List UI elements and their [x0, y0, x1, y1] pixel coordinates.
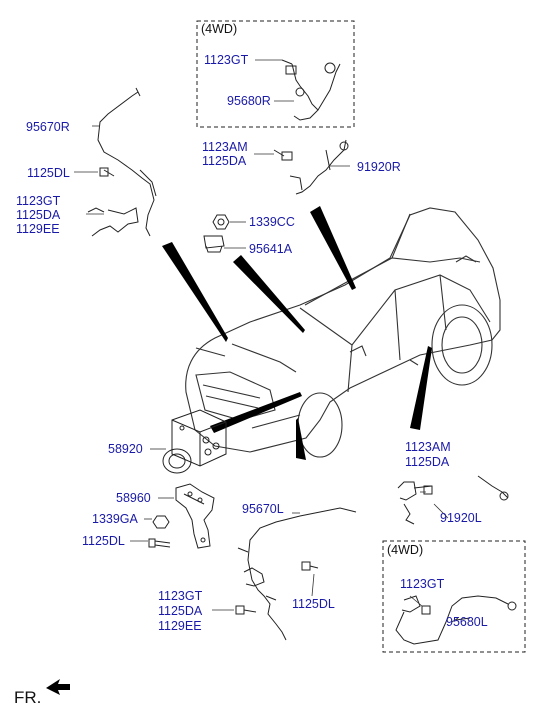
part-label-58920: 58920	[108, 442, 143, 456]
sensor-95680r	[281, 59, 341, 121]
part-label-1339cc: 1339CC	[249, 215, 295, 229]
part-label-1123gt-bottom-right: 1123GT	[400, 577, 445, 591]
part-label-1125dl-left: 1125DL	[27, 166, 70, 180]
part-label-58960: 58960	[116, 491, 151, 505]
part-label-1125dl-bottom-middle: 1125DL	[292, 597, 335, 611]
bottom-4wd-box-title: (4WD)	[387, 543, 424, 557]
part-label-1125da-top: 1125DA	[202, 154, 247, 168]
front-direction-arrow-icon	[46, 679, 70, 695]
part-label-95641a: 95641A	[249, 242, 293, 256]
parts-1339cc-95641a	[203, 214, 230, 253]
part-label-1129ee-left: 1129EE	[16, 222, 60, 236]
front-direction-label: FR.	[14, 688, 42, 707]
sensor-91920l	[397, 475, 509, 525]
part-label-95680r: 95680R	[227, 94, 271, 108]
leader-lines	[74, 59, 459, 623]
part-label-1123gt-bottom-left: 1123GT	[158, 589, 203, 603]
part-label-91920l: 91920L	[440, 511, 482, 525]
part-label-1339ga: 1339GA	[92, 512, 138, 526]
part-label-1123am-right: 1123AM	[405, 440, 451, 454]
part-label-1129ee-bottom-left: 1129EE	[158, 619, 202, 633]
harness-95670r	[87, 87, 157, 237]
part-label-91920r: 91920R	[357, 160, 401, 174]
top-4wd-box	[196, 20, 355, 128]
part-label-1123gt-left: 1123GT	[16, 194, 61, 208]
nut-1339ga	[152, 515, 170, 529]
vehicle-illustration	[185, 207, 501, 458]
abs-unit-58920	[162, 409, 227, 474]
part-label-95670l: 95670L	[242, 502, 284, 516]
part-label-1125da-right: 1125DA	[405, 455, 450, 469]
part-label-1123am-top: 1123AM	[202, 140, 248, 154]
bottom-4wd-box	[382, 540, 526, 653]
sensor-91920r	[273, 139, 349, 195]
part-label-1125da-left: 1125DA	[16, 208, 61, 222]
part-label-95670r: 95670R	[26, 120, 70, 134]
bolt-1125dl-left	[148, 538, 171, 548]
leader-wedges	[162, 206, 432, 460]
harness-95670l	[235, 507, 357, 641]
bracket-58960	[175, 483, 215, 549]
part-label-1123gt-top: 1123GT	[204, 53, 249, 67]
part-label-95680l: 95680L	[446, 615, 488, 629]
part-label-1125dl-bottom-left: 1125DL	[82, 534, 125, 548]
top-4wd-box-title: (4WD)	[201, 22, 238, 36]
part-label-1125da-bottom-left: 1125DA	[158, 604, 203, 618]
